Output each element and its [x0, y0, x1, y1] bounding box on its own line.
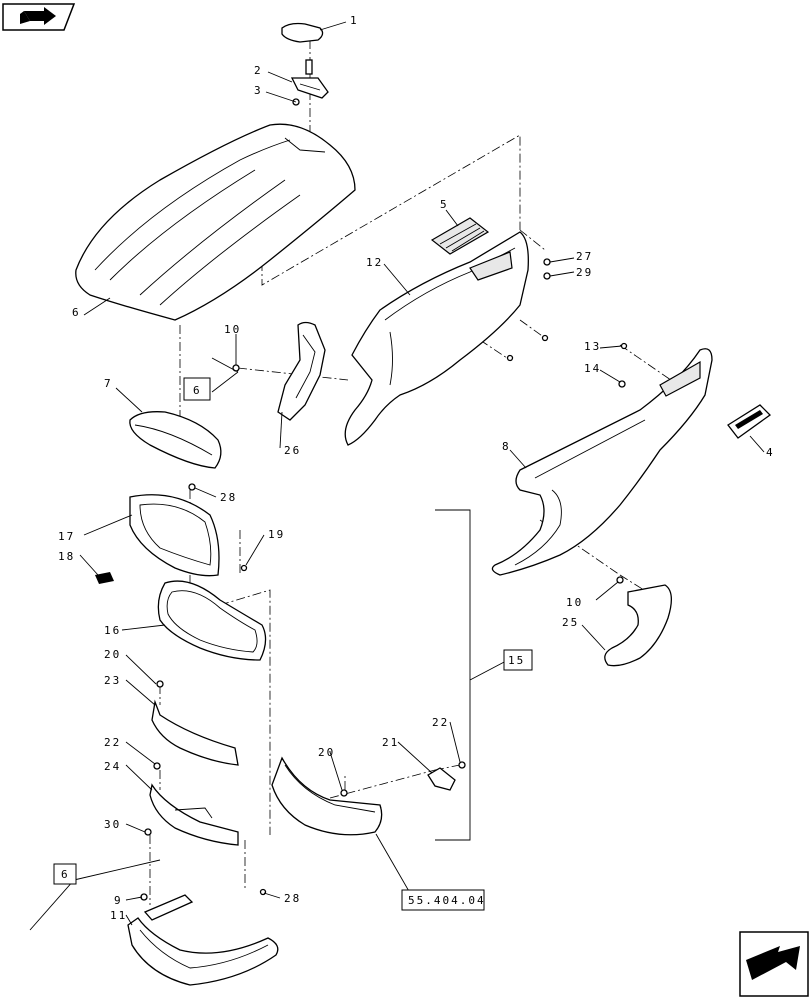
callout-22b: 22: [432, 716, 449, 729]
part-4-badge: [727, 404, 772, 439]
part-7-cushion: [129, 411, 222, 469]
callout-26: 26: [284, 444, 301, 457]
svg-text:6: 6: [193, 384, 202, 397]
part-6-hood: [75, 123, 356, 321]
part-5-grille: [430, 217, 490, 255]
svg-text:55.404.04: 55.404.04: [408, 894, 486, 907]
callout-29: 29: [576, 266, 593, 279]
callout-18: 18: [58, 550, 75, 563]
callout-7: 7: [104, 377, 113, 390]
callout-27: 27: [576, 250, 593, 263]
part-18-badge: [95, 572, 114, 584]
part-13-14-fasteners: [618, 342, 628, 388]
part-11-base-rail: [127, 894, 279, 986]
callout-10b: 10: [566, 596, 583, 609]
callout-6: 6: [72, 306, 81, 319]
callout-12: 12: [366, 256, 383, 269]
ref-box-6-lower[interactable]: 6: [53, 863, 77, 885]
part-8-right-side-panel: [491, 348, 713, 576]
part-2-bracket: [290, 59, 329, 99]
part-21-22-bracket: [340, 761, 466, 797]
next-page-arrow-icon[interactable]: [739, 931, 809, 997]
callout-10a: 10: [224, 323, 241, 336]
ref-box-6-upper[interactable]: 6: [183, 377, 211, 401]
callout-24: 24: [104, 760, 121, 773]
leader-lines: [29, 21, 765, 931]
callout-9: 9: [114, 894, 123, 907]
callout-labels: 1 2 3 6 7 10 26 12 5 27 29 13 14 8 4 28 …: [58, 14, 775, 922]
part-19-fastener: [240, 564, 248, 572]
part-26-frame: [277, 321, 326, 421]
callout-3: 3: [254, 84, 263, 97]
callout-23: 23: [104, 674, 121, 687]
callout-5: 5: [440, 198, 449, 211]
part-1-cap: [281, 22, 324, 43]
part-24-strip: [149, 762, 239, 846]
ref15-bracket: [435, 509, 471, 841]
part-30-9-fasteners: [140, 828, 267, 901]
callout-28a: 28: [220, 491, 237, 504]
part-16-bumper-frame: [157, 580, 267, 661]
svg-text:15: 15: [508, 654, 525, 667]
callout-20b: 20: [318, 746, 335, 759]
callout-4: 4: [766, 446, 775, 459]
callout-25: 25: [562, 616, 579, 629]
part-17-grille-face: [129, 483, 220, 577]
book-arrow-icon[interactable]: [2, 3, 76, 31]
callout-14: 14: [584, 362, 601, 375]
callout-17: 17: [58, 530, 75, 543]
lower-bumper: [271, 756, 383, 836]
callout-1: 1: [350, 14, 359, 27]
callout-16: 16: [104, 624, 121, 637]
callout-21: 21: [382, 736, 399, 749]
callout-28b: 28: [284, 892, 301, 905]
part-27-29-hardware: [232, 258, 551, 372]
callout-19: 19: [268, 528, 285, 541]
callout-22a: 22: [104, 736, 121, 749]
ref-box-15[interactable]: 15: [503, 649, 533, 671]
callout-2: 2: [254, 64, 263, 77]
part-25-rear-cover: [604, 576, 672, 667]
callout-13: 13: [584, 340, 601, 353]
section-ref-box[interactable]: 55.404.04: [401, 889, 486, 911]
part-12-left-side-panel: [344, 231, 529, 446]
callout-30: 30: [104, 818, 121, 831]
callout-8: 8: [502, 440, 511, 453]
svg-text:6: 6: [61, 868, 70, 881]
part-23-strip: [151, 680, 239, 766]
callout-20a: 20: [104, 648, 121, 661]
callout-11: 11: [110, 909, 127, 922]
